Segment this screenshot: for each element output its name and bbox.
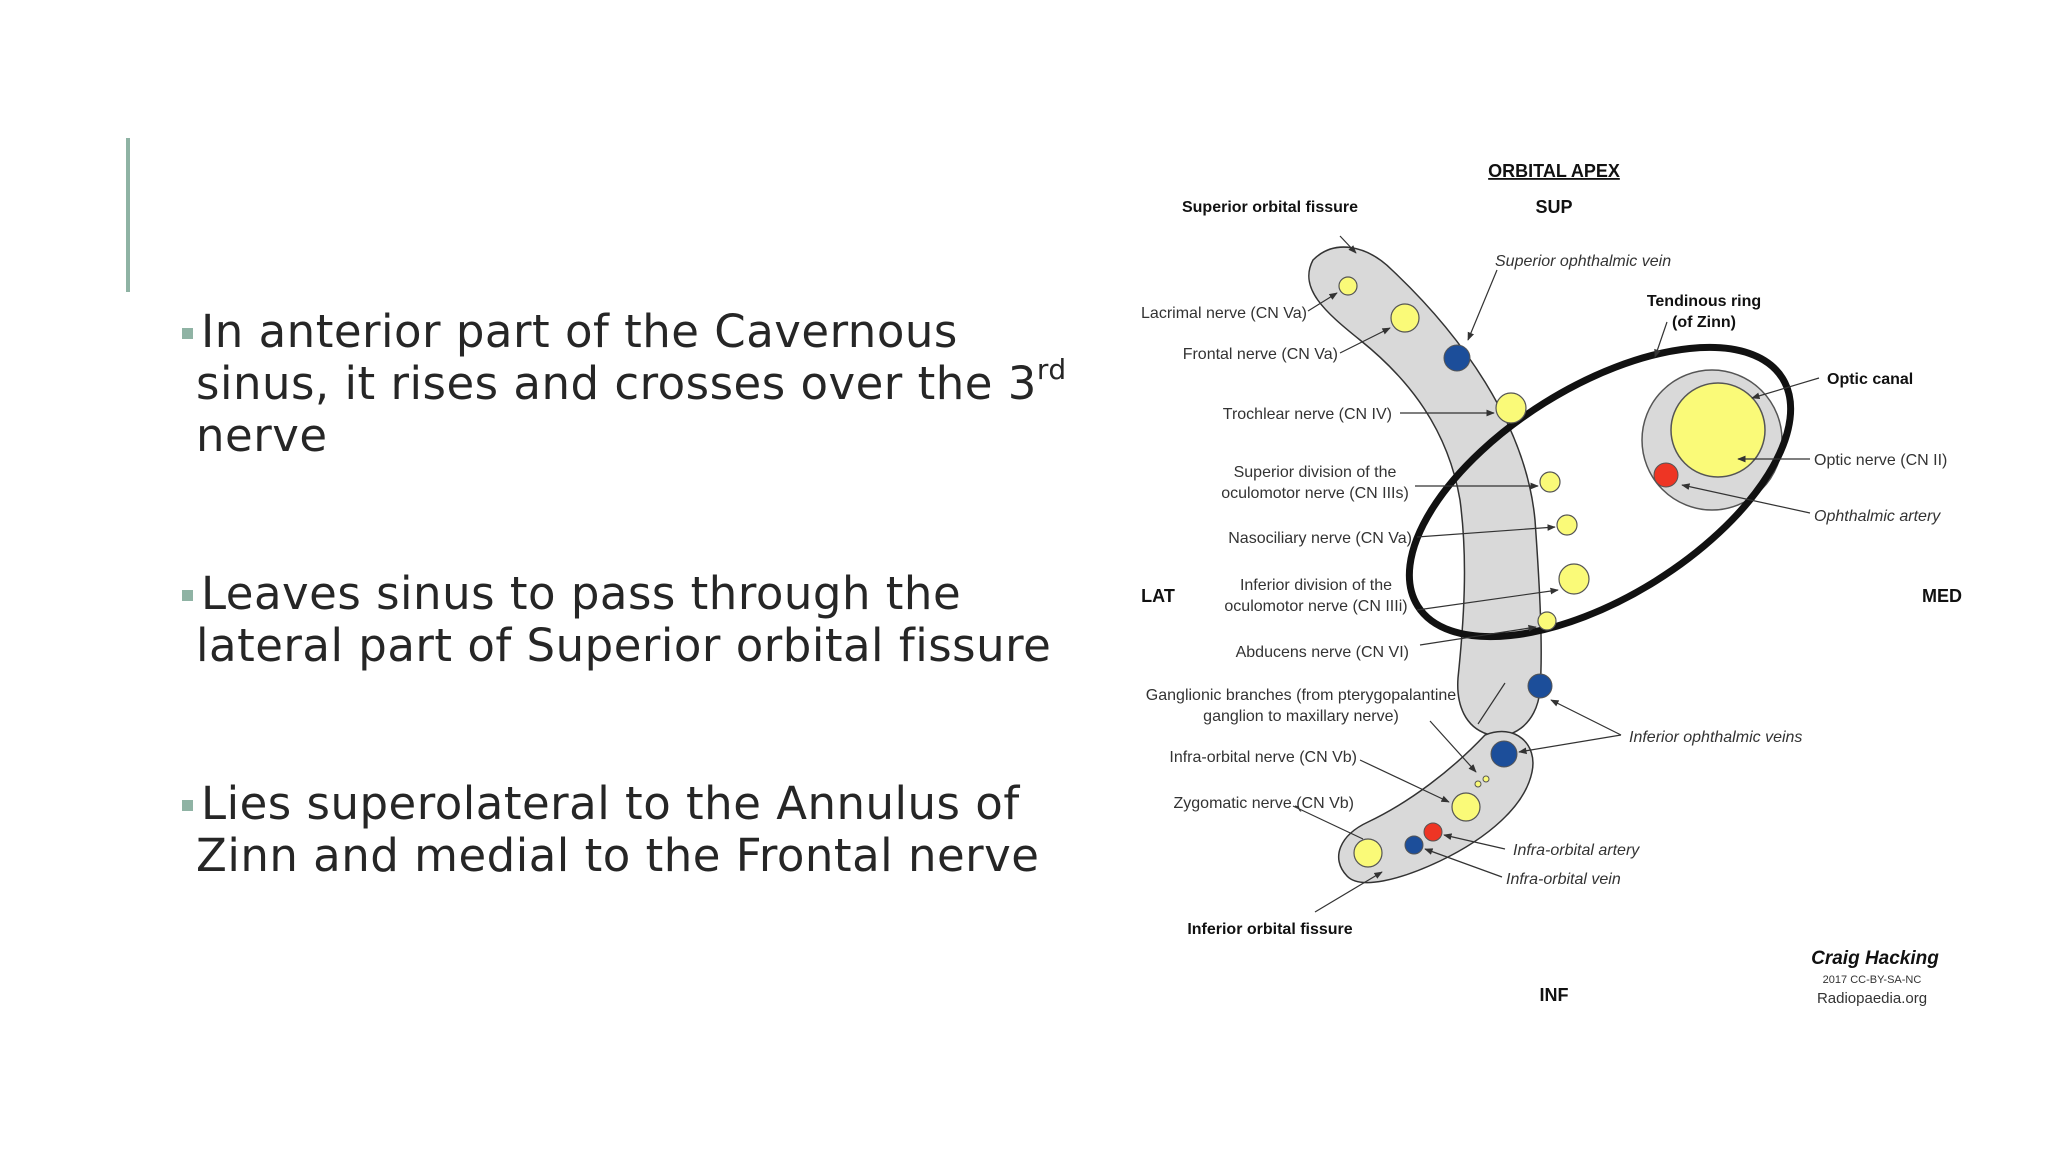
bullet-item: In anterior part of the Cavernous sinus,… — [180, 306, 1080, 462]
label-inferior-division: oculomotor nerve (CN IIIi) — [1224, 598, 1407, 615]
optic-nerve-circle — [1670, 382, 1766, 478]
frontal-nerve-circle — [1390, 303, 1420, 333]
bullet-text: nerve — [196, 409, 328, 462]
accent-bar — [126, 138, 130, 292]
label-infraorbital-nerve: Infra-orbital nerve (CN Vb) — [1169, 749, 1357, 766]
bullet-text: Zinn and medial to the Frontal nerve — [196, 829, 1040, 882]
infraorbital-artery-circle — [1423, 822, 1443, 842]
label-ophthalmic-artery: Ophthalmic artery — [1814, 508, 1941, 525]
bullet-square-icon — [182, 328, 193, 339]
ganglionic-branch-circle — [1474, 780, 1482, 788]
bullet-item: Leaves sinus to pass through the lateral… — [180, 568, 1080, 672]
inferior-ophthalmic-vein-circle — [1490, 740, 1518, 768]
lacrimal-nerve-circle — [1338, 276, 1358, 296]
bullet-square-icon — [182, 590, 193, 601]
diagram-svg: ORBITAL APEX SUP INF LAT MED Superior or… — [1141, 161, 1962, 1007]
leader-lines — [1292, 235, 1820, 913]
label-trochlear-nerve: Trochlear nerve (CN IV) — [1223, 406, 1392, 423]
tendinous-ring-shape — [1405, 343, 1795, 641]
label-abducens-nerve: Abducens nerve (CN VI) — [1236, 644, 1409, 661]
label-superior-division: oculomotor nerve (CN IIIs) — [1221, 485, 1409, 502]
label-lacrimal-nerve: Lacrimal nerve (CN Va) — [1141, 305, 1307, 322]
label-superior-orbital-fissure: Superior orbital fissure — [1182, 199, 1358, 216]
superior-division-circle — [1539, 471, 1561, 493]
label-ganglionic-branches: Ganglionic branches (from pterygopalanti… — [1146, 687, 1457, 704]
abducens-nerve-circle — [1537, 611, 1557, 631]
superscript: rd — [1036, 353, 1067, 386]
ganglionic-branch-circle — [1482, 775, 1490, 783]
label-ganglionic-branches: ganglion to maxillary nerve) — [1203, 708, 1399, 725]
label-zygomatic-nerve: Zygomatic nerve (CN Vb) — [1174, 795, 1355, 812]
label-inferior-orbital-fissure: Inferior orbital fissure — [1187, 921, 1352, 938]
infraorbital-nerve-circle — [1451, 792, 1481, 822]
infraorbital-vein-circle — [1404, 835, 1424, 855]
credit-license: 2017 CC-BY-SA-NC — [1823, 974, 1922, 986]
ophthalmic-artery-circle — [1653, 462, 1679, 488]
inferior-orbital-fissure-shape — [1337, 730, 1534, 884]
label-frontal-nerve: Frontal nerve (CN Va) — [1183, 346, 1338, 363]
trochlear-nerve-circle — [1495, 392, 1527, 424]
bullet-text: sinus, it rises and crosses over the 3 — [196, 357, 1037, 410]
diagram-title: ORBITAL APEX — [1488, 161, 1620, 181]
label-inferior-ophthalmic-veins: Inferior ophthalmic veins — [1629, 729, 1802, 746]
bullet-item: Lies superolateral to the Annulus of Zin… — [180, 778, 1080, 882]
bullet-text: Lies superolateral to the Annulus of — [201, 777, 1020, 830]
bullet-text-line: sinus, it rises and crosses over the 3rd — [196, 356, 1080, 410]
label-optic-nerve: Optic nerve (CN II) — [1814, 452, 1947, 469]
label-infraorbital-vein: Infra-orbital vein — [1506, 871, 1621, 888]
inferior-division-circle — [1558, 563, 1590, 595]
orbital-apex-diagram: ORBITAL APEX SUP INF LAT MED Superior or… — [1110, 140, 1980, 1040]
nasociliary-nerve-circle — [1556, 514, 1578, 536]
credit-site: Radiopaedia.org — [1817, 990, 1927, 1007]
orientation-sup: SUP — [1535, 197, 1572, 217]
label-superior-division: Superior division of the — [1234, 464, 1397, 481]
label-inferior-division: Inferior division of the — [1240, 577, 1392, 594]
label-nasociliary-nerve: Nasociliary nerve (CN Va) — [1228, 530, 1412, 547]
orientation-med: MED — [1922, 586, 1962, 606]
superior-ophthalmic-vein-circle — [1443, 344, 1471, 372]
bullet-square-icon — [182, 800, 193, 811]
orientation-inf: INF — [1540, 985, 1569, 1005]
credit-author: Craig Hacking — [1811, 948, 1939, 969]
label-optic-canal: Optic canal — [1827, 371, 1913, 388]
inferior-ophthalmic-vein-circle — [1527, 673, 1553, 699]
label-tendinous-ring: Tendinous ring — [1647, 293, 1761, 310]
orientation-lat: LAT — [1141, 586, 1175, 606]
bullet-text: lateral part of Superior orbital fissure — [196, 619, 1052, 672]
bullet-text: Leaves sinus to pass through the — [201, 567, 962, 620]
bullet-text: In anterior part of the Cavernous — [201, 305, 958, 358]
label-superior-ophthalmic-vein: Superior ophthalmic vein — [1495, 253, 1671, 270]
label-tendinous-ring: (of Zinn) — [1672, 314, 1736, 331]
label-infraorbital-artery: Infra-orbital artery — [1513, 842, 1640, 859]
zygomatic-nerve-circle — [1353, 838, 1383, 868]
bullet-list: In anterior part of the Cavernous sinus,… — [180, 306, 1080, 882]
